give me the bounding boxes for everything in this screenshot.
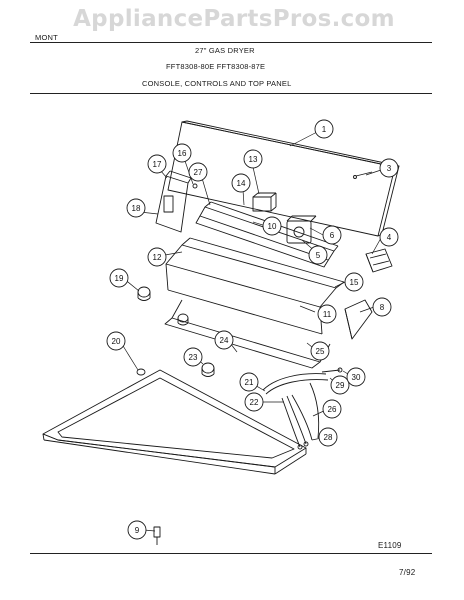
- callout-10: 10: [268, 222, 277, 231]
- leveling-leg-9: [153, 526, 161, 545]
- part-20: [136, 368, 146, 376]
- callout-8: 8: [380, 303, 385, 312]
- callout-20: 20: [112, 337, 121, 346]
- callout-26: 26: [328, 405, 337, 414]
- top-panel: [42, 369, 307, 475]
- callout-19: 19: [115, 274, 124, 283]
- callout-4: 4: [387, 233, 392, 242]
- callout-13: 13: [249, 155, 258, 164]
- callout-12: 12: [153, 253, 162, 262]
- callout-14: 14: [237, 179, 246, 188]
- callout-11: 11: [323, 310, 332, 319]
- callout-17: 17: [153, 160, 162, 169]
- section-title: CONSOLE, CONTROLS AND TOP PANEL: [142, 79, 292, 88]
- switch-13: [252, 192, 277, 212]
- footer-rule: [30, 553, 432, 554]
- wire-harness: [262, 373, 329, 450]
- end-cap-right: [344, 299, 373, 340]
- callout-16: 16: [178, 149, 187, 158]
- screw-3: [353, 171, 373, 179]
- terminal-block-4: [365, 248, 393, 273]
- callout-5: 5: [316, 251, 321, 260]
- header-rule-bottom: [30, 93, 432, 94]
- part-30: [321, 367, 343, 373]
- leader-lines: [119, 130, 382, 532]
- callout-24: 24: [220, 336, 229, 345]
- callout-18: 18: [132, 204, 141, 213]
- header-brand: MONT: [35, 33, 58, 42]
- callout-1: 1: [322, 125, 327, 134]
- knob-7: [177, 313, 189, 326]
- callouts: [106, 119, 399, 540]
- knob-19: [137, 286, 151, 301]
- callout-6: 6: [330, 231, 335, 240]
- callout-15: 15: [350, 278, 359, 287]
- callout-27: 27: [194, 168, 203, 177]
- screw-16: [192, 183, 198, 189]
- diagram-code: E1109: [378, 541, 402, 550]
- callout-9: 9: [135, 526, 140, 535]
- callout-28: 28: [324, 433, 333, 442]
- header-rule-top: [30, 42, 432, 43]
- callout-21: 21: [245, 378, 254, 387]
- knob-23: [201, 362, 215, 377]
- footer-date: 7/92: [399, 568, 416, 577]
- callout-22: 22: [250, 398, 259, 407]
- callout-3: 3: [387, 164, 392, 173]
- back-panel: [167, 120, 400, 237]
- timer-5: [286, 215, 317, 244]
- model-title: 27" GAS DRYER: [195, 46, 255, 55]
- callout-23: 23: [189, 353, 198, 362]
- model-numbers: FFT8308-80E FFT8308-87E: [166, 62, 266, 71]
- end-cap-left: [155, 170, 192, 233]
- callout-30: 30: [352, 373, 361, 382]
- callout-29: 29: [336, 381, 345, 390]
- callout-25: 25: [316, 347, 325, 356]
